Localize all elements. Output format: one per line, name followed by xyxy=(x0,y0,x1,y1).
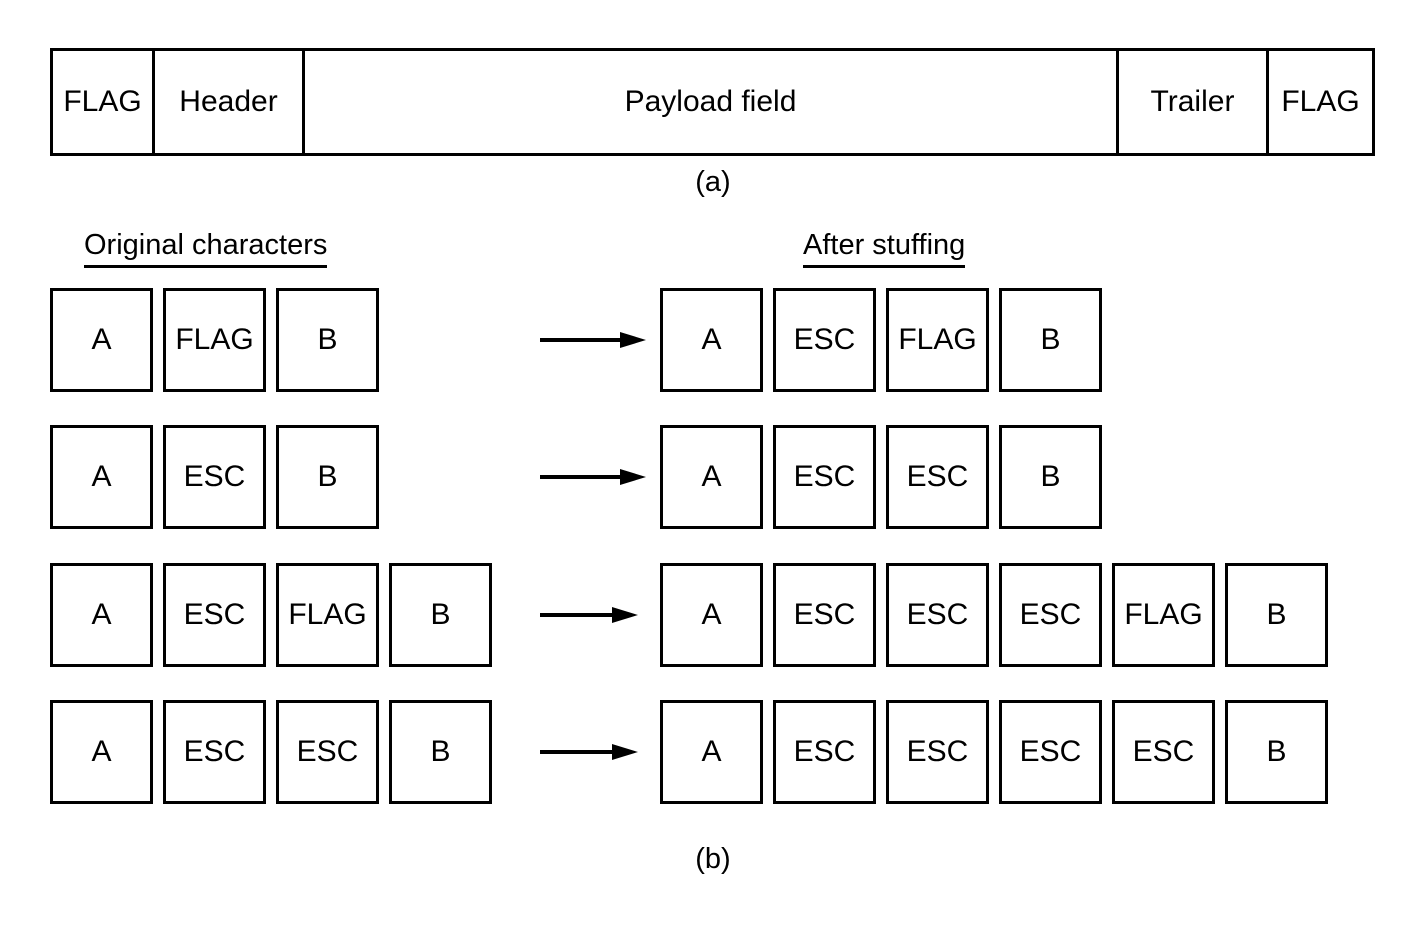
stuffed-char-box: ESC xyxy=(773,563,876,667)
original-char-box: A xyxy=(50,700,153,804)
stuffed-char-box: A xyxy=(660,425,763,529)
original-char-box: A xyxy=(50,288,153,392)
stuffed-char-box: ESC xyxy=(1112,700,1215,804)
original-char-box: ESC xyxy=(276,700,379,804)
original-char-box: FLAG xyxy=(163,288,266,392)
stuffed-char-box: B xyxy=(999,425,1102,529)
stuffed-char-box: ESC xyxy=(886,563,989,667)
stuffed-char-box: A xyxy=(660,700,763,804)
stuffed-char-box: B xyxy=(999,288,1102,392)
original-char-box: B xyxy=(276,425,379,529)
stuffed-char-box: B xyxy=(1225,563,1328,667)
original-char-box: A xyxy=(50,425,153,529)
transform-arrow-icon xyxy=(540,605,638,625)
stuffed-char-box: ESC xyxy=(999,563,1102,667)
original-char-box: FLAG xyxy=(276,563,379,667)
frame-cell-flag-end: FLAG xyxy=(1281,85,1360,118)
frame-layout-diagram: FLAG Header Payload field Trailer FLAG xyxy=(50,48,1375,156)
stuffed-char-box: FLAG xyxy=(886,288,989,392)
stuffed-char-box: A xyxy=(660,563,763,667)
transform-arrow-icon xyxy=(540,742,638,762)
original-char-box: B xyxy=(389,700,492,804)
transform-arrow-icon xyxy=(540,330,646,350)
original-char-box: B xyxy=(276,288,379,392)
caption-part-a: (a) xyxy=(695,166,731,198)
heading-after-stuffing: After stuffing xyxy=(803,231,966,268)
frame-cell-header: Header xyxy=(155,51,305,153)
stuffed-char-box: ESC xyxy=(773,425,876,529)
stuffed-char-box: B xyxy=(1225,700,1328,804)
heading-original-characters: Original characters xyxy=(84,231,328,268)
original-char-box: ESC xyxy=(163,700,266,804)
transform-arrow-icon xyxy=(540,467,646,487)
original-char-box: ESC xyxy=(163,425,266,529)
original-char-box: B xyxy=(389,563,492,667)
frame-cell-trailer: Trailer xyxy=(1119,51,1269,153)
stuffed-char-box: ESC xyxy=(886,425,989,529)
original-char-box: ESC xyxy=(163,563,266,667)
stuffed-char-box: ESC xyxy=(773,288,876,392)
stuffed-char-box: A xyxy=(660,288,763,392)
stuffed-char-box: FLAG xyxy=(1112,563,1215,667)
stuffed-char-box: ESC xyxy=(886,700,989,804)
caption-part-b: (b) xyxy=(695,843,731,875)
stuffed-char-box: ESC xyxy=(999,700,1102,804)
frame-cell-payload: Payload field xyxy=(305,51,1119,153)
stuffed-char-box: ESC xyxy=(773,700,876,804)
original-char-box: A xyxy=(50,563,153,667)
frame-cell-flag-start: FLAG xyxy=(53,51,155,153)
